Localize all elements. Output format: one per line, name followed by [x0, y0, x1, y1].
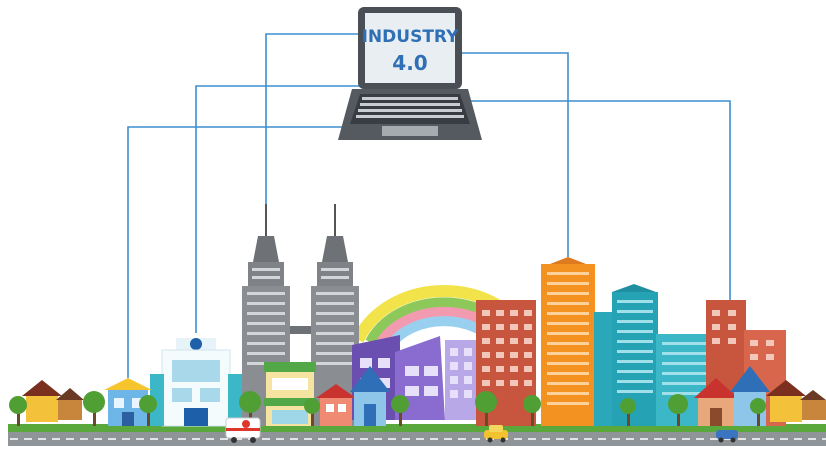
right-houses [694, 366, 770, 426]
blue-house [350, 366, 390, 426]
hospital-building [150, 338, 242, 427]
laptop-screen-version: 4.0 [392, 51, 427, 75]
connector-lines [127, 33, 731, 378]
laptop-screen-title: INDUSTRY [362, 27, 459, 47]
connector-line [195, 85, 360, 333]
trees [9, 391, 766, 426]
laptop-icon: INDUSTRY 4.0 [338, 7, 482, 140]
city-skyline-icon [9, 204, 826, 427]
connector-line [460, 52, 569, 257]
grass-strip [8, 424, 826, 434]
cabins [22, 380, 826, 422]
green-shop [264, 362, 316, 426]
connector-line [470, 100, 731, 300]
connector-line [265, 33, 360, 208]
ambulance-icon [225, 417, 261, 443]
orange-tower [541, 257, 595, 426]
connector-line [127, 126, 350, 378]
car-icon [484, 425, 508, 443]
car-icon [716, 430, 738, 443]
red-house [316, 384, 356, 426]
